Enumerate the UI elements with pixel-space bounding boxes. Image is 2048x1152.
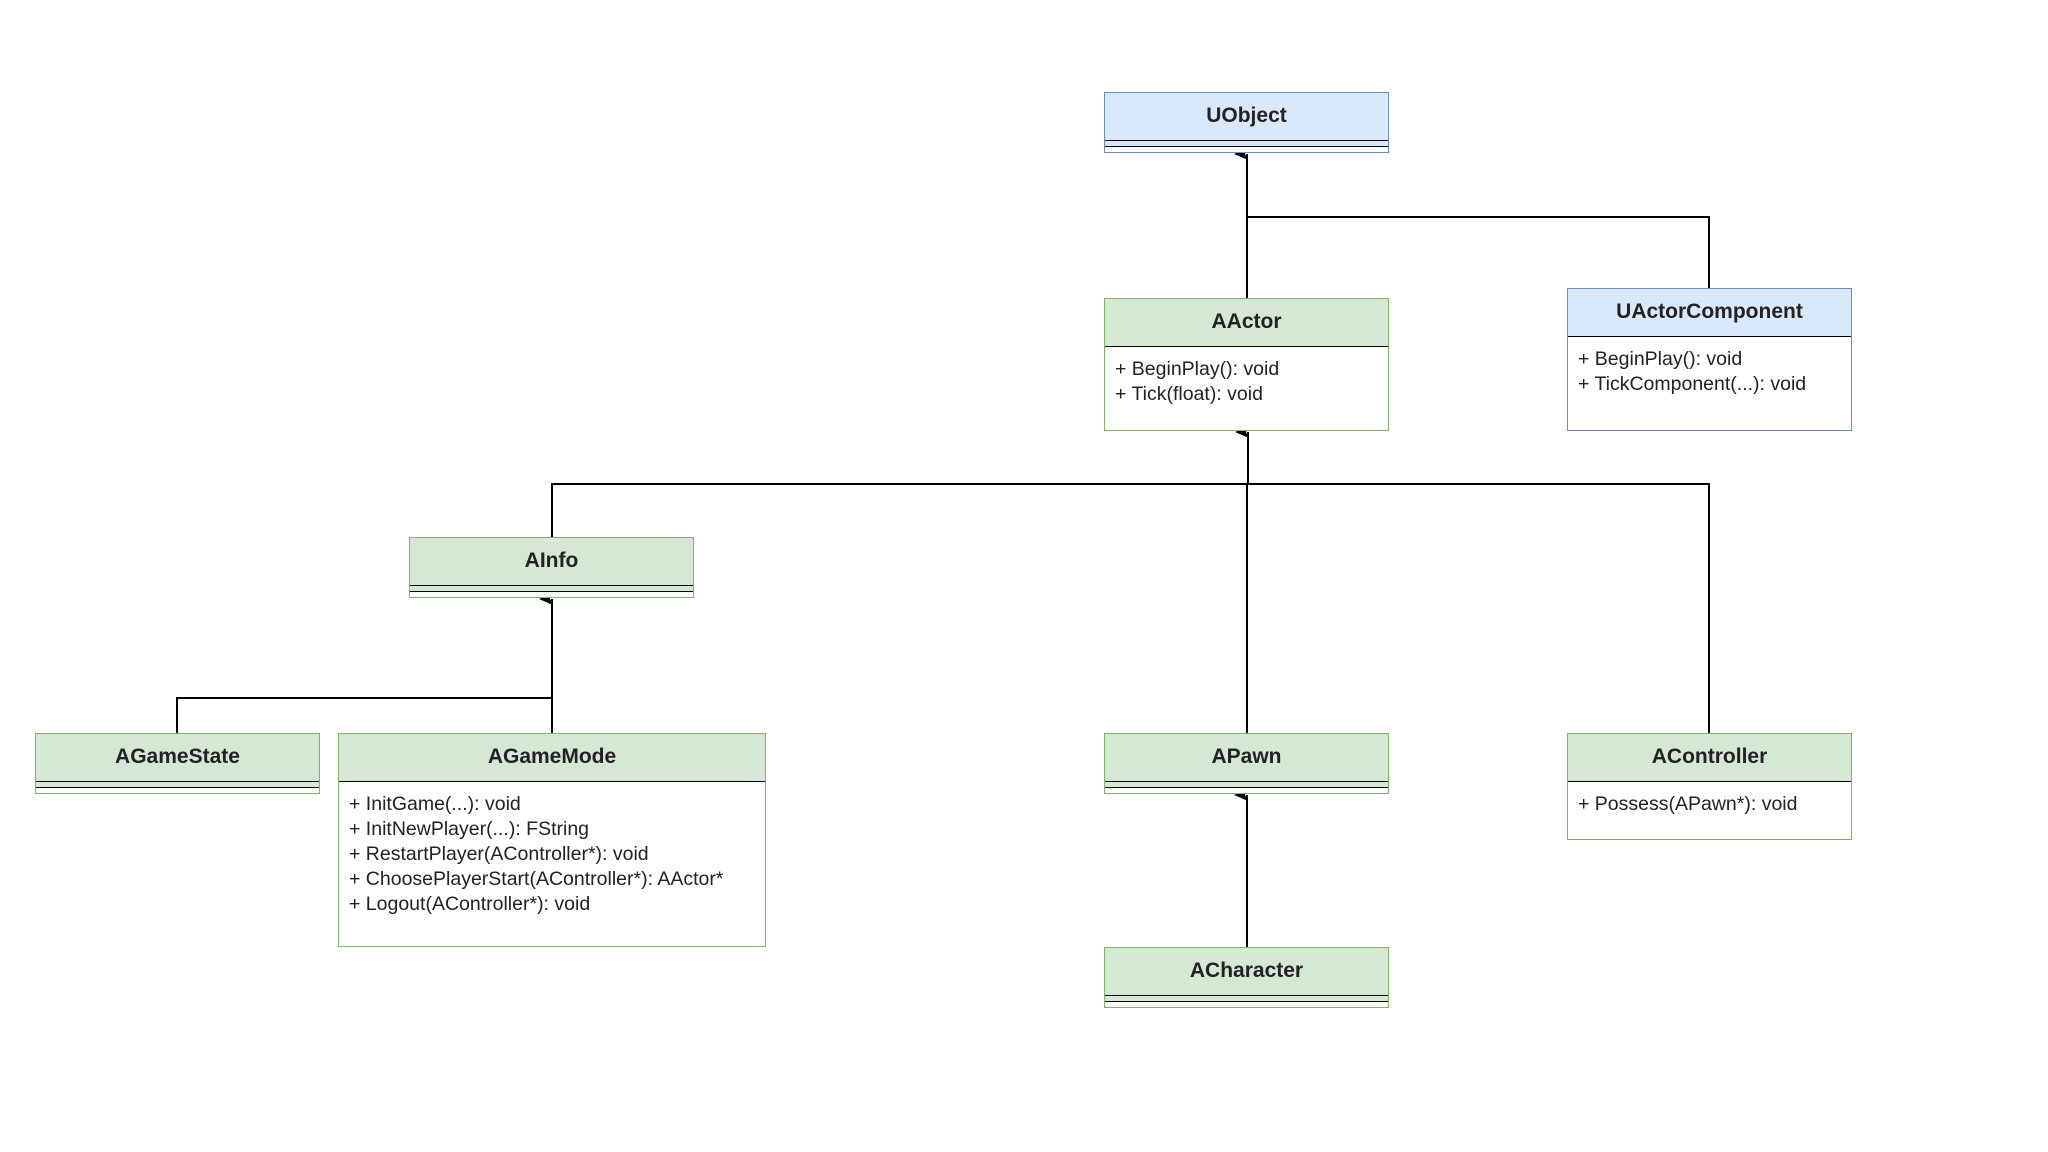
edge-agamestate-ainfo [176,697,552,733]
method: + Logout(AController*): void [349,893,591,915]
class-name: AGameMode [339,734,765,781]
class-separator [36,781,319,788]
class-acontroller[interactable]: AController + Possess(APawn*): void [1567,733,1852,840]
class-separator [1105,995,1388,1002]
class-separator [1105,781,1388,788]
method-list: + BeginPlay(): void + TickComponent(...)… [1568,337,1851,405]
method: + BeginPlay(): void [1115,358,1280,380]
class-separator [1105,140,1388,147]
method: + InitNewPlayer(...): FString [349,818,590,840]
method: + InitGame(...): void [349,793,521,815]
class-name: AActor [1105,299,1388,346]
method: + Tick(float): void [1115,383,1263,405]
class-name: AGameState [36,734,319,781]
method: + RestartPlayer(AController*): void [349,843,649,865]
class-uobject[interactable]: UObject [1104,92,1389,153]
class-name: AInfo [410,538,693,585]
class-agamestate[interactable]: AGameState [35,733,320,794]
class-agamemode[interactable]: AGameMode + InitGame(...): void + InitNe… [338,733,766,947]
method-list: + InitGame(...): void + InitNewPlayer(..… [339,782,765,925]
method: + ChoosePlayerStart(AController*): AActo… [349,868,724,890]
method: + TickComponent(...): void [1578,373,1807,395]
class-name: UObject [1105,93,1388,140]
method: + BeginPlay(): void [1578,348,1743,370]
edge-ainfo-aactor [551,426,1249,537]
class-separator [1568,781,1851,782]
class-name: APawn [1105,734,1388,781]
class-separator [339,781,765,782]
class-name: UActorComponent [1568,289,1851,336]
class-name: AController [1568,734,1851,781]
class-aactor[interactable]: AActor + BeginPlay(): void + Tick(float)… [1104,298,1389,431]
class-separator [1568,336,1851,337]
method-list: + BeginPlay(): void + Tick(float): void [1105,347,1388,415]
edge-acontroller-aactor [1248,483,1710,733]
method-list: + Possess(APawn*): void [1568,782,1851,825]
class-uactorcomponent[interactable]: UActorComponent + BeginPlay(): void + Ti… [1567,288,1852,431]
class-ainfo[interactable]: AInfo [409,537,694,598]
method: + Possess(APawn*): void [1578,793,1798,815]
edge-uactorcomponent-uobject [1247,216,1710,288]
class-separator [1105,346,1388,347]
class-apawn[interactable]: APawn [1104,733,1389,794]
class-separator [410,585,693,592]
class-acharacter[interactable]: ACharacter [1104,947,1389,1008]
class-name: ACharacter [1105,948,1388,995]
